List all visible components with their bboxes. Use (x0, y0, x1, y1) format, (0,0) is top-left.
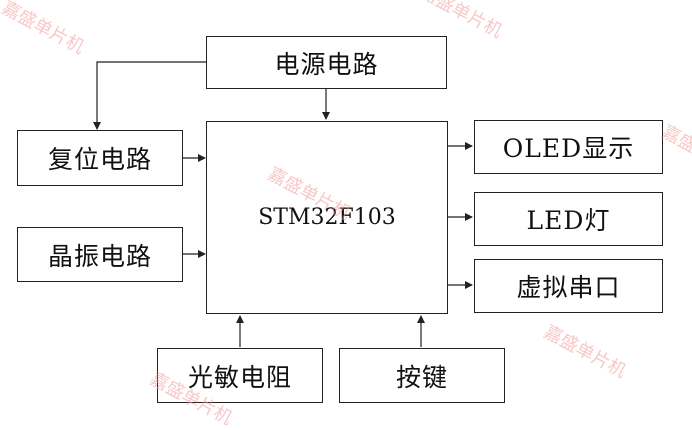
reset-circuit-block: 复位电路 (17, 130, 183, 186)
photoresistor-block: 光敏电阻 (157, 348, 323, 403)
mcu-block: STM32F103 (206, 121, 448, 314)
crystal-circuit-block: 晶振电路 (17, 227, 183, 282)
wire-power-to-reset (93, 61, 206, 130)
led-block: LED灯 (474, 192, 663, 246)
oled-display-block: OLED显示 (474, 120, 663, 174)
serial-port-block: 虚拟串口 (474, 259, 663, 313)
key-block: 按键 (339, 348, 505, 403)
power-circuit-block: 电源电路 (206, 36, 447, 89)
watermark: 嘉盛单片机 (540, 321, 630, 383)
watermark: 嘉盛单片机 (0, 0, 88, 59)
